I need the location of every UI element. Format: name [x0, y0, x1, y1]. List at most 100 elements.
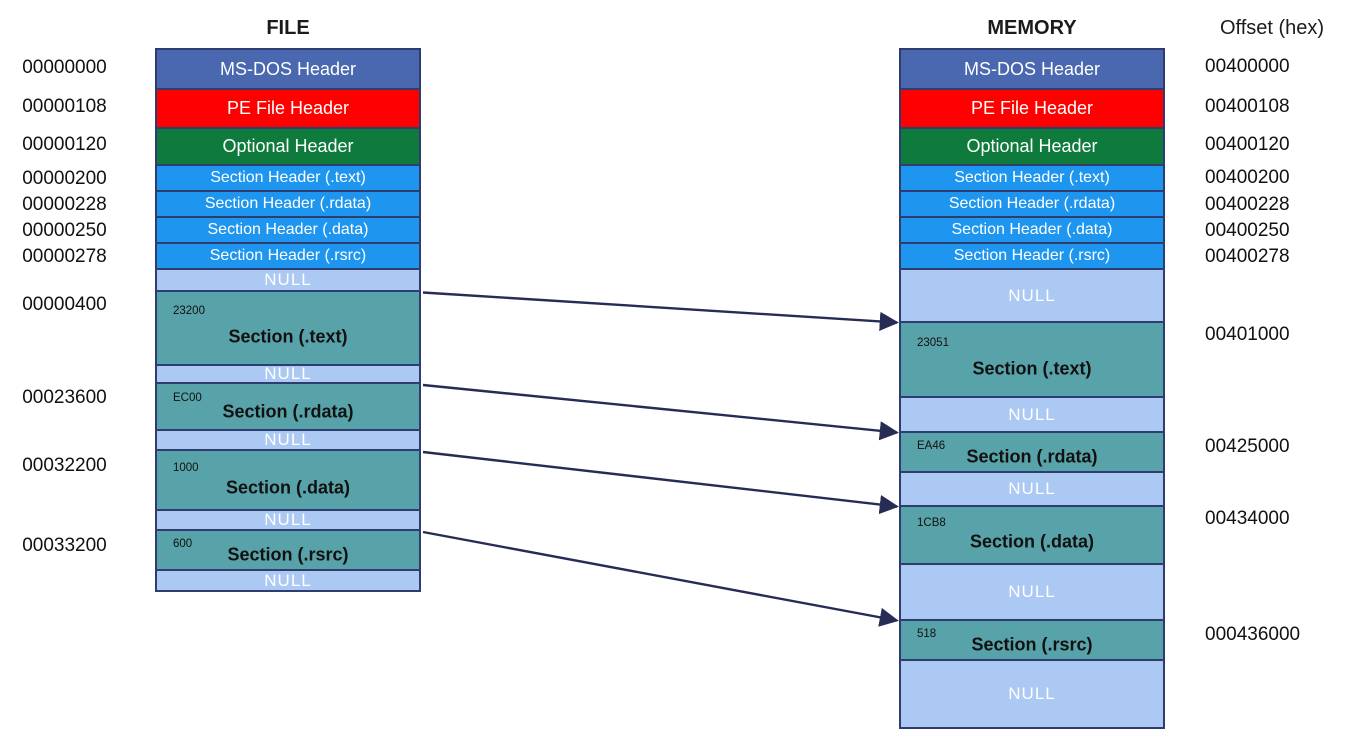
file-offset-1: 00000108	[22, 96, 107, 117]
file-row-optional-header: Optional Header	[157, 129, 419, 164]
memory-offset-5: 00400250	[1205, 220, 1290, 241]
arrow-file-rsrc-to-memory-rsrc	[422, 530, 899, 627]
section-name-label: Section (.data)	[225, 477, 350, 498]
file-row-msdos-header: MS-DOS Header	[157, 50, 419, 88]
section-size-label: 1CB8	[917, 517, 946, 530]
file-offset-7: 00000400	[22, 294, 107, 315]
row-label: Section Header (.text)	[954, 169, 1110, 186]
section-size-label: 23051	[917, 336, 949, 349]
row-label: NULL	[1008, 684, 1056, 703]
memory-row-null-3: NULL	[901, 473, 1163, 505]
section-name-label: Section (.rdata)	[966, 446, 1098, 467]
memory-row-null-2: NULL	[901, 398, 1163, 431]
section-name-label: Section (.text)	[228, 326, 348, 347]
file-row-section-data: 1000 Section (.data)	[157, 451, 419, 509]
row-label: Section Header (.rsrc)	[209, 247, 367, 264]
section-size-label: 600	[173, 537, 193, 550]
row-label: NULL	[264, 430, 312, 449]
row-label: NULL	[264, 510, 312, 529]
memory-offset-4: 00400228	[1205, 194, 1290, 215]
section-name-label: Section (.rsrc)	[971, 634, 1093, 655]
file-offset-6: 00000278	[22, 246, 107, 267]
file-row-section-header-text: Section Header (.text)	[157, 166, 419, 190]
section-size-label: EA46	[917, 439, 946, 452]
memory-row-section-rsrc: 518 Section (.rsrc)	[901, 621, 1163, 659]
file-offset-4: 00000228	[22, 194, 107, 215]
memory-offset-7: 00401000	[1205, 324, 1290, 345]
memory-row-section-data: 1CB8 Section (.data)	[901, 507, 1163, 563]
file-offset-5: 00000250	[22, 220, 107, 241]
row-label: MS-DOS Header	[219, 58, 357, 79]
section-name-label: Section (.rdata)	[222, 401, 354, 422]
row-label: NULL	[1008, 285, 1056, 305]
memory-row-section-header-text: Section Header (.text)	[901, 166, 1163, 190]
memory-column-title: MEMORY	[987, 17, 1077, 39]
memory-offset-9: 00434000	[1205, 508, 1290, 529]
section-name-label: Section (.data)	[969, 531, 1094, 552]
memory-offset-2: 00400120	[1205, 134, 1290, 155]
row-label: Section Header (.rdata)	[204, 195, 372, 212]
section-name-label: Section (.text)	[972, 358, 1092, 379]
file-offset-3: 00000200	[22, 168, 107, 189]
memory-row-section-header-data: Section Header (.data)	[901, 218, 1163, 242]
memory-offset-6: 00400278	[1205, 246, 1290, 267]
row-label: Section Header (.text)	[210, 169, 366, 186]
offset-hex-title: Offset (hex)	[1219, 17, 1325, 39]
file-row-section-text: 23200 Section (.text)	[157, 292, 419, 364]
memory-row-section-rdata: EA46 Section (.rdata)	[901, 433, 1163, 471]
row-label: MS-DOS Header	[963, 58, 1101, 79]
section-size-label: 23200	[173, 305, 205, 318]
row-label: Section Header (.data)	[951, 221, 1113, 238]
file-row-null-2: NULL	[157, 364, 419, 383]
memory-offset-1: 00400108	[1205, 96, 1290, 117]
memory-offset-10: 000436000	[1205, 624, 1301, 645]
section-size-label: 518	[917, 627, 937, 640]
file-stack: MS-DOS Header PE File Header Optional He…	[155, 48, 421, 592]
section-size-label: 1000	[173, 461, 199, 474]
memory-row-section-header-rsrc: Section Header (.rsrc)	[901, 244, 1163, 268]
row-label: Section Header (.rdata)	[948, 195, 1116, 212]
section-name-label: Section (.rsrc)	[227, 544, 349, 565]
memory-row-msdos-header: MS-DOS Header	[901, 50, 1163, 88]
row-label: Section Header (.rsrc)	[953, 247, 1111, 264]
memory-offset-8: 00425000	[1205, 436, 1290, 457]
row-label: Optional Header	[222, 136, 354, 156]
memory-offset-0: 00400000	[1205, 56, 1290, 77]
file-offset-2: 00000120	[22, 134, 107, 155]
memory-row-null-5: NULL	[901, 661, 1163, 727]
file-row-null-4: NULL	[157, 510, 419, 529]
memory-stack: MS-DOS Header PE File Header Optional He…	[899, 48, 1165, 729]
row-label: NULL	[1008, 479, 1056, 498]
file-offset-0: 00000000	[22, 57, 107, 78]
file-row-null-1: NULL	[157, 270, 419, 290]
file-offset-9: 00032200	[22, 455, 107, 476]
row-label: NULL	[1008, 404, 1056, 424]
file-row-section-rdata: EC00 Section (.rdata)	[157, 384, 419, 429]
memory-row-optional-header: Optional Header	[901, 129, 1163, 164]
file-offset-10: 00033200	[22, 535, 107, 556]
memory-row-null-4: NULL	[901, 565, 1163, 619]
file-row-pe-file-header: PE File Header	[157, 90, 419, 127]
row-label: NULL	[264, 570, 312, 590]
file-row-null-3: NULL	[157, 430, 419, 449]
memory-row-section-text: 23051 Section (.text)	[901, 323, 1163, 396]
row-label: NULL	[264, 364, 312, 383]
row-label: Section Header (.data)	[207, 221, 369, 238]
row-label: NULL	[1008, 582, 1056, 601]
file-row-section-header-data: Section Header (.data)	[157, 218, 419, 242]
row-label: PE File Header	[970, 98, 1094, 118]
file-row-section-rsrc: 600 Section (.rsrc)	[157, 531, 419, 569]
file-column-title: FILE	[266, 17, 310, 39]
file-offset-8: 00023600	[22, 387, 107, 408]
file-row-null-5: NULL	[157, 571, 419, 590]
memory-row-section-header-rdata: Section Header (.rdata)	[901, 192, 1163, 216]
arrow-file-rdata-to-memory-rdata	[422, 383, 899, 441]
arrow-file-text-to-memory-text	[422, 291, 899, 331]
row-label: PE File Header	[226, 98, 350, 118]
file-row-section-header-rdata: Section Header (.rdata)	[157, 192, 419, 216]
row-label: NULL	[264, 270, 312, 289]
memory-offset-3: 00400200	[1205, 167, 1290, 188]
file-row-section-header-rsrc: Section Header (.rsrc)	[157, 244, 419, 268]
memory-row-null-1: NULL	[901, 270, 1163, 321]
